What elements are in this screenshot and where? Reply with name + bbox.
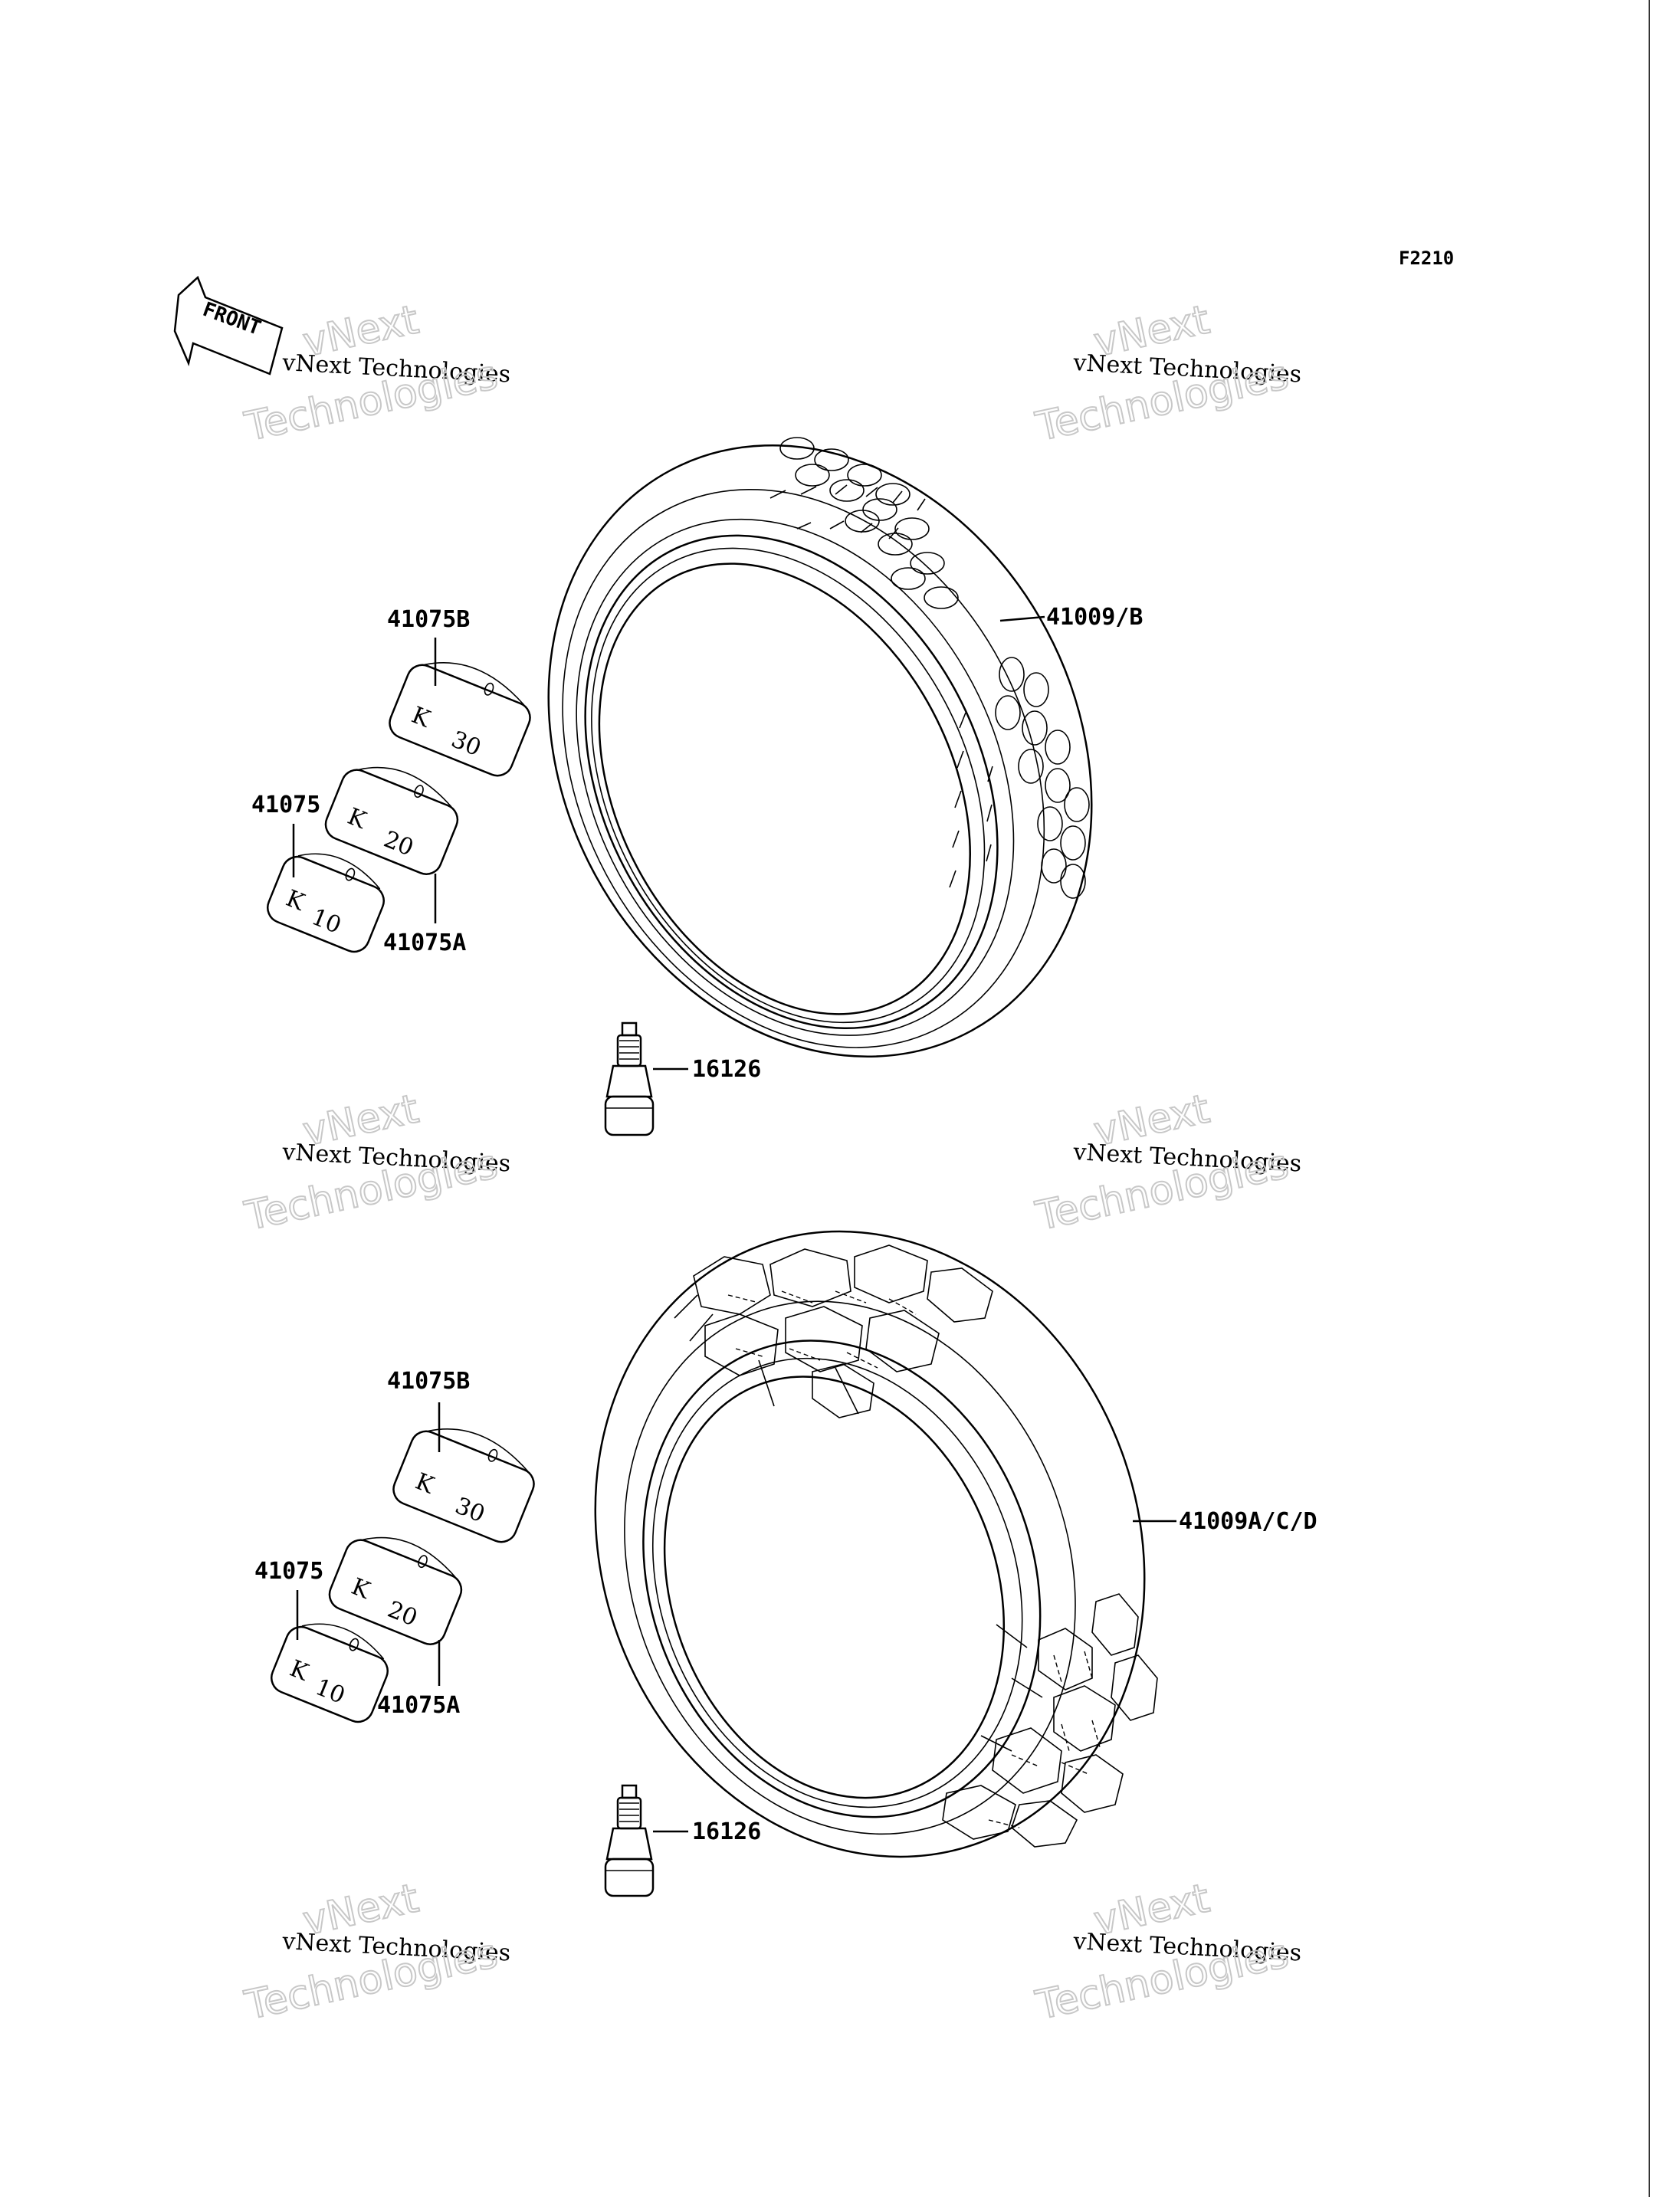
rear-tire xyxy=(594,1230,1158,1858)
label-41075-front: 41075 xyxy=(251,792,320,818)
weight-20-mark: 20 xyxy=(380,826,418,862)
weight-30-mark: 30 xyxy=(448,726,485,762)
weight-10-front: K 10 xyxy=(267,853,385,953)
label-41075A-front: 41075A xyxy=(383,930,466,956)
weight-k-mark: K xyxy=(344,803,370,835)
label-valve-front: 16126 xyxy=(692,1056,761,1083)
front-arrow: FRONT xyxy=(173,275,284,375)
rear-tire-outer xyxy=(594,1230,1146,1858)
watermark-top-right: vNext Technologies vNext Technologies xyxy=(1031,296,1302,451)
valve-stem-front: 16126 xyxy=(604,1021,761,1136)
valve-stem-rear: 16126 xyxy=(604,1784,761,1897)
label-41075A-rear: 41075A xyxy=(377,1692,460,1719)
weight-k-mark: K xyxy=(412,1468,438,1500)
weight-10-mark: 10 xyxy=(311,1674,349,1710)
front-tire xyxy=(547,437,1093,1058)
rear-tire-bead-2 xyxy=(651,1357,1023,1808)
weight-20-mark: 20 xyxy=(384,1596,422,1632)
rear-tire-rim-opening xyxy=(663,1376,1006,1799)
label-tire-front: 41009/B xyxy=(1046,604,1143,631)
label-tire-rear: 41009A/C/D xyxy=(1179,1508,1317,1535)
front-tire-rim-opening xyxy=(598,562,971,1015)
front-tire-tread xyxy=(769,437,1090,899)
label-41075B-front: 41075B xyxy=(387,606,470,633)
weight-k-mark: K xyxy=(282,885,308,917)
front-tire-bead-1 xyxy=(576,518,1015,1036)
weight-30-mark: 30 xyxy=(451,1492,489,1528)
weights-rear-group: K 30 K 20 K 10 41075B 41075 41075A xyxy=(254,1368,535,1723)
weight-k-mark: K xyxy=(286,1655,312,1687)
label-41075-rear: 41075 xyxy=(254,1558,323,1585)
leader-tire-front xyxy=(999,615,1045,622)
weight-k-mark: K xyxy=(408,702,434,733)
rear-tire-bead-1 xyxy=(642,1340,1042,1818)
front-tire-sidewall xyxy=(562,489,1045,1048)
weight-10-mark: 10 xyxy=(307,903,345,939)
watermark-top-left: vNext Technologies vNext Technologies xyxy=(240,296,511,451)
watermark-mid-right: vNext Technologies vNext Technologies xyxy=(1031,1085,1302,1240)
weight-k-mark: K xyxy=(348,1573,374,1605)
figure-code: F2210 xyxy=(1399,248,1454,269)
weight-30-rear: K 30 xyxy=(392,1428,535,1543)
front-arrow-label: FRONT xyxy=(199,298,264,340)
watermark-bottom-right: vNext Technologies vNext Technologies xyxy=(1031,1874,1302,2029)
label-41075B-rear: 41075B xyxy=(387,1368,470,1395)
watermark-bottom-left: vNext Technologies vNext Technologies xyxy=(240,1874,511,2029)
label-valve-rear: 16126 xyxy=(692,1818,761,1845)
watermark-mid-left: vNext Technologies vNext Technologies xyxy=(240,1085,511,1240)
rear-tire-tread xyxy=(674,1244,1158,1848)
front-arrow-icon xyxy=(173,275,284,375)
front-tire-outer xyxy=(547,444,1093,1058)
front-tire-bead-2 xyxy=(584,534,999,1030)
weight-30-front: K 30 xyxy=(389,662,531,777)
rear-tire-sidewall xyxy=(624,1300,1076,1835)
weights-front-group: K 30 K 20 K 10 41075B 41075 41075A xyxy=(251,606,531,956)
front-tire-bead-3 xyxy=(591,547,986,1024)
